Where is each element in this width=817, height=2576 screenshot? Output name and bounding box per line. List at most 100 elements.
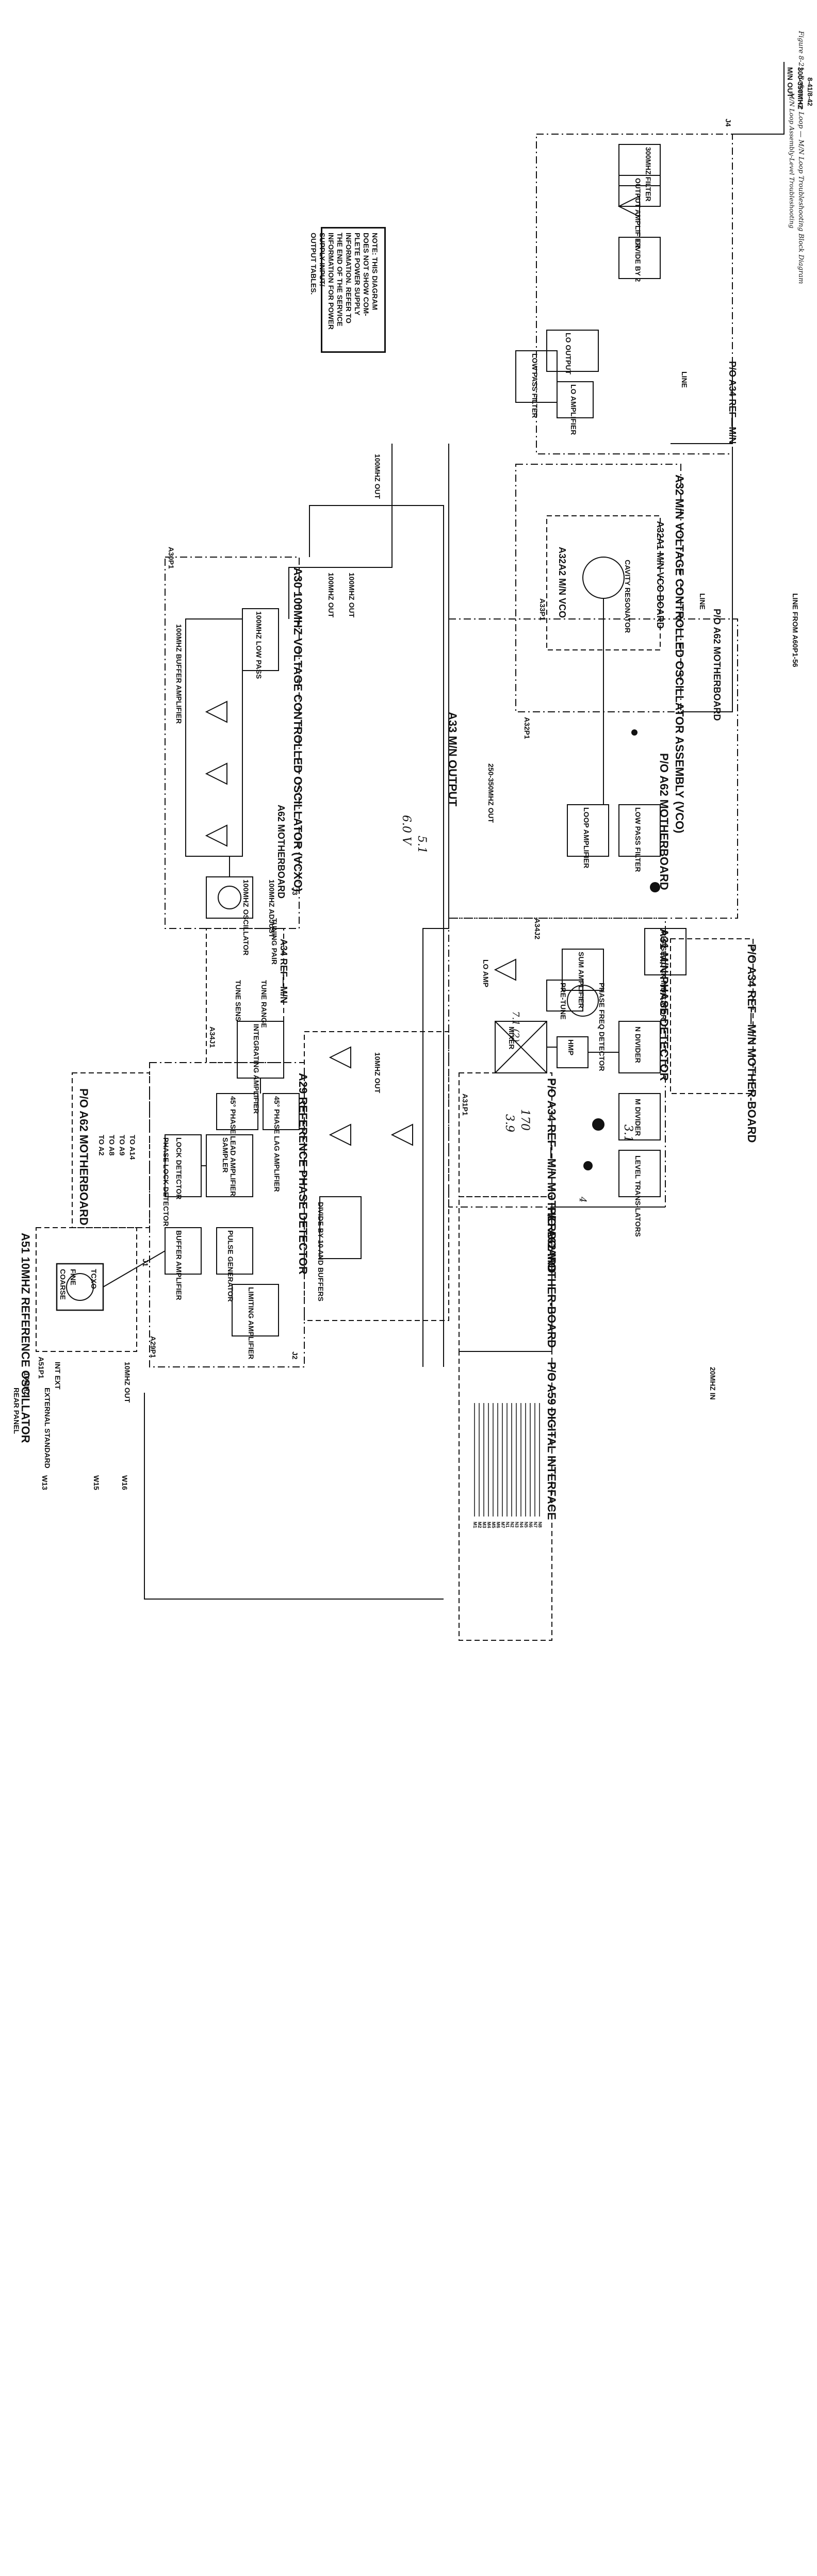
buffer-label: BUFFER AMPLIFIER	[175, 1230, 183, 1300]
buffer-amps-block	[185, 618, 243, 857]
to-a14-label: TO A14	[128, 1135, 137, 1160]
phase-lock-ind-block	[644, 928, 687, 975]
lo-amp-triangle	[494, 958, 516, 981]
mn-out-range-label: 250-350MHZ OUT	[487, 763, 495, 823]
line-1	[671, 361, 733, 444]
handwritten-v2: 5.1	[415, 836, 428, 854]
page-number: 8-41/8-42	[806, 77, 814, 106]
out-100-b-label: 100MHZ OUT	[327, 573, 335, 618]
vcxo-symbol	[218, 886, 241, 909]
main-bus-3	[309, 505, 444, 1367]
ref-10mhz-label: 10MHZ	[23, 1372, 31, 1396]
a32a1-label: A32A1 M/N VCO BOARD	[655, 521, 665, 629]
figure-subcaption: M/N Loop Assembly-Level Troubleshooting	[788, 93, 795, 229]
divide-buffers-label: DIVIDE BY 10 AND BUFFERS	[317, 1202, 325, 1301]
a29-border	[149, 1062, 305, 1367]
test-point-2	[592, 1118, 604, 1131]
amp-triangle-2	[205, 762, 227, 785]
a30-label: A30 100MHZ VOLTAGE CONTROLLED OSCILLATOR…	[291, 567, 304, 892]
line-from-label: LINE FROM A60P1-56	[791, 593, 799, 667]
a59-border	[459, 1351, 552, 1641]
output-amp-block	[618, 175, 661, 207]
mn-out-label: M/N OUT	[786, 67, 794, 98]
a34-mid-label: P/O A34 REF—M/N MOTHER-BOARD	[745, 944, 758, 1143]
mn-range-label: 300-350MHZ	[796, 67, 805, 109]
lead-amp-block	[216, 1093, 258, 1130]
divide-block	[319, 1196, 362, 1259]
limiting-label: LIMITING AMPLIFIER	[247, 1287, 255, 1360]
integrator-block	[237, 1021, 284, 1079]
a51-border	[36, 1227, 137, 1352]
a34-low-label: P/O A34 REF—M/N MOTHERBOARD	[545, 1078, 558, 1274]
bus-lines	[474, 1403, 540, 1517]
a62-mid-label: A62 MOTHERBOARD	[276, 805, 286, 899]
sampler-label: SAMPLER	[221, 1137, 230, 1173]
pretune-block	[546, 980, 583, 1012]
bus-label-n8: N8	[537, 1522, 543, 1528]
ref-in	[103, 1250, 166, 1287]
main-bus-1	[422, 444, 449, 1367]
cavity-symbol	[582, 557, 625, 599]
lpf3-label: LOW PASS FILTER	[531, 353, 539, 418]
a34-right-label: P/O A34 REF—M/N	[727, 361, 738, 444]
div-amp-1	[329, 1123, 351, 1146]
ext-std-label: EXTERNAL STANDARD	[43, 1388, 52, 1469]
line-b-label: LINE	[698, 593, 707, 610]
to-a9-label: TO A9	[118, 1135, 126, 1156]
a32a2-label: A32A2 M/N VCO	[557, 547, 567, 618]
buffer-amp-block	[165, 1227, 202, 1275]
lag-amp-label: 45° PHASE LAG AMPLIFIER	[273, 1096, 281, 1192]
tcxo-label: TCXO	[90, 1269, 98, 1289]
hmp-label: HMP	[567, 1039, 575, 1056]
lock-det-label: LOCK DETECTOR	[175, 1137, 183, 1200]
freq-det-label: PHASE FREQ DETECTOR	[598, 983, 606, 1071]
output-amp-label: OUTPUT AMPLIFIER	[634, 178, 642, 249]
lpf-label: 100MHZ LOW PASS	[255, 611, 263, 679]
note-box: NOTE: THIS DIAGRAM DOES NOT SHOW COM- PL…	[309, 227, 386, 353]
pin-j3: J3	[291, 887, 299, 895]
line-a-label: LINE	[680, 371, 689, 388]
handwritten-v1: 6.0 V	[400, 815, 413, 845]
lpf3-block	[515, 350, 558, 403]
tune-sens-label: TUNE SENS	[234, 980, 242, 1022]
a30-border	[165, 557, 300, 929]
int-ext-label: INT EXT	[54, 1362, 62, 1390]
loop-amp-block	[567, 804, 609, 857]
phase-lock-label: PHASE LOCK DETECTOR	[162, 1137, 170, 1227]
lo-amp2-label: LO AMPLIFIER	[569, 384, 578, 435]
a62-low-border	[459, 1196, 552, 1352]
mn-out-line	[732, 62, 785, 135]
pulse-gen-label: PULSE GENERATOR	[226, 1230, 235, 1302]
a32-label: A32 M/N VOLTAGE CONTROLLED OSCILLATOR AS…	[673, 475, 686, 834]
tune-range-label: TUNE RANGE	[260, 980, 268, 1028]
lpf2-label: LOW PASS FILTER	[634, 807, 642, 872]
adjust-label: 100MHZ ADJUST	[268, 879, 276, 938]
a30p1-label: A30P1	[167, 547, 175, 569]
test-point-4	[631, 729, 638, 736]
m-divider-block	[618, 1093, 661, 1140]
lock-det-block	[165, 1134, 202, 1197]
div-amp-3	[390, 1123, 413, 1146]
test-point-1	[583, 1161, 593, 1170]
a62-top-label: P/O A62 MOTHERBOARD	[77, 1088, 90, 1226]
n-divider-label: N DIVIDER	[634, 1026, 642, 1063]
pin-j1: J1	[141, 1259, 150, 1267]
handwritten-v7: 7.1 (2)	[510, 1011, 521, 1042]
handwritten-v4: 3.9	[503, 1114, 516, 1132]
a29-label: A29 REFERENCE PHASE DETECTOR	[297, 1073, 309, 1275]
loop-amp-label: LOOP AMPLIFIER	[582, 807, 591, 869]
ref-out-label: 10MHZ OUT	[123, 1362, 132, 1403]
pin-j2: J2	[291, 1351, 299, 1360]
a34j1-label: A34J1	[208, 1026, 217, 1048]
div-amp-2	[329, 1046, 351, 1069]
a29p1-label: A29P1	[149, 1336, 157, 1358]
n-divider-block	[618, 1021, 661, 1073]
vcxo-out	[288, 444, 393, 619]
w13-label: W13	[41, 1475, 49, 1490]
lpf-block	[242, 608, 279, 671]
output-lpf-label: 300MHZ FILTER	[644, 147, 652, 202]
w16-label: W16	[121, 1475, 129, 1490]
amp-triangle-3	[205, 700, 227, 723]
a34j2-label: A34J2	[533, 918, 542, 940]
